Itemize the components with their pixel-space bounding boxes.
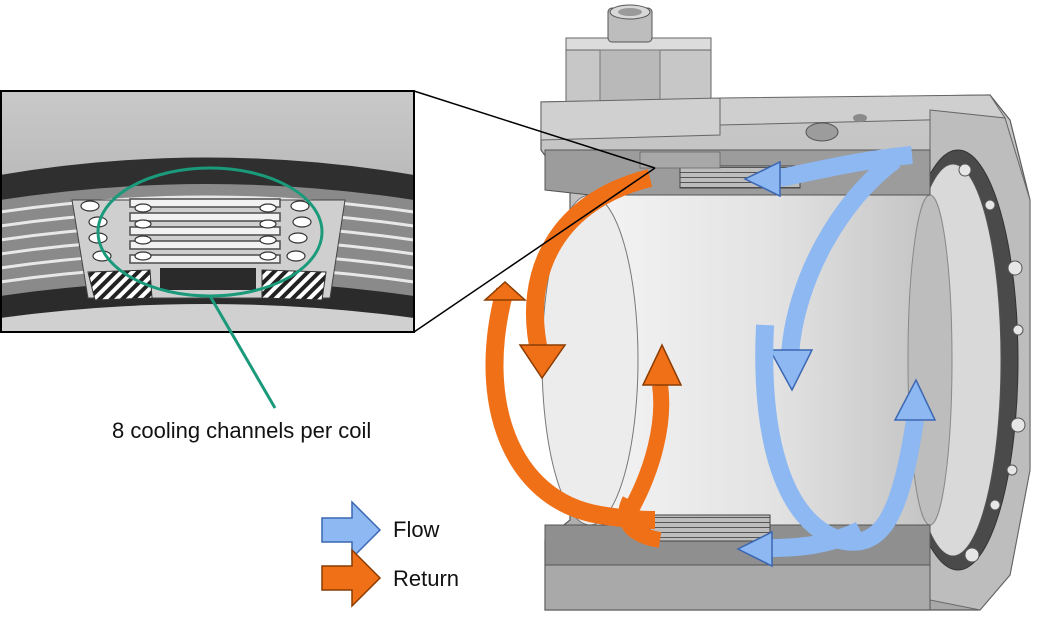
legend-return-label: Return bbox=[393, 566, 460, 591]
bolts bbox=[958, 163, 1026, 563]
legend-flow-arrow-icon bbox=[321, 500, 382, 560]
projection-line-bottom bbox=[413, 167, 656, 333]
callout-leader bbox=[208, 295, 277, 409]
callout-label: 8 cooling channels per coil bbox=[112, 418, 372, 443]
legend-flow-label: Flow bbox=[393, 517, 440, 542]
projection-line-top bbox=[413, 90, 656, 169]
zoom-detail bbox=[0, 90, 656, 409]
zoom-frame bbox=[0, 90, 415, 333]
flow-arrows bbox=[736, 146, 937, 568]
legend-return-arrow-icon bbox=[321, 548, 382, 608]
return-arrows bbox=[483, 169, 683, 548]
legend bbox=[321, 500, 382, 608]
